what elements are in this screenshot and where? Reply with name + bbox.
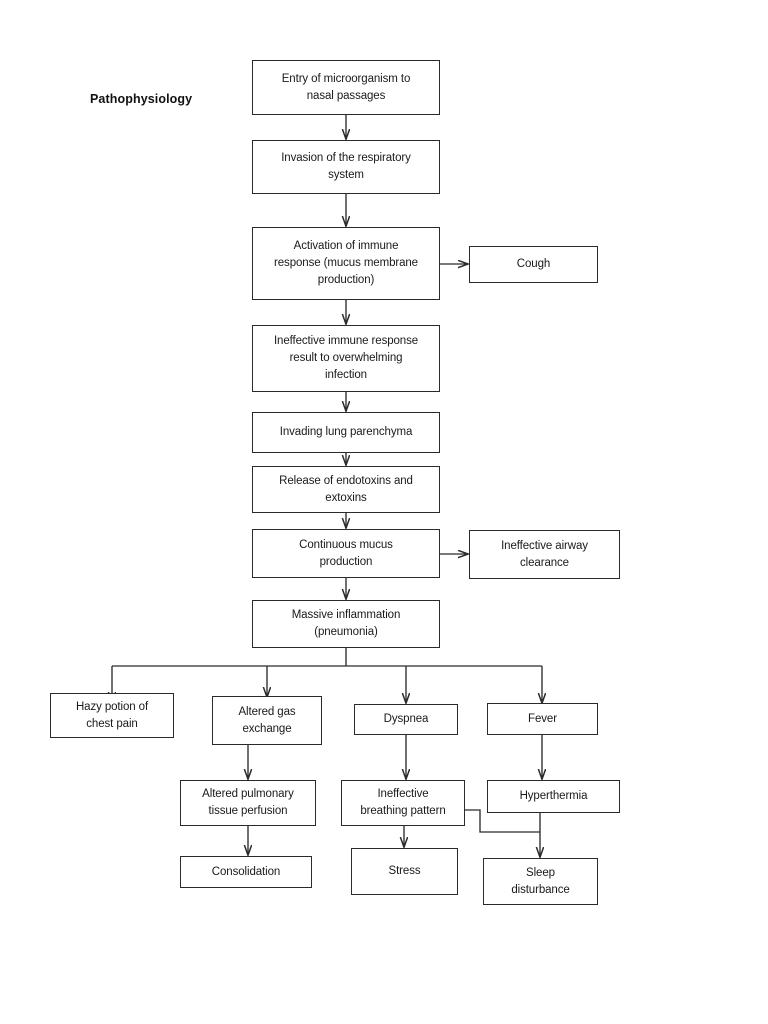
node-ineffective-airway-clearance[interactable]: Ineffective airway clearance bbox=[469, 530, 620, 579]
node-label: Ineffective immune response result to ov… bbox=[273, 335, 419, 381]
node-consolidation[interactable]: Consolidation bbox=[180, 856, 312, 888]
node-label: Consolidation bbox=[211, 865, 281, 878]
node-label: Release of endotoxins and extoxins bbox=[279, 474, 413, 504]
node-cough[interactable]: Cough bbox=[469, 246, 598, 283]
node-label: Sleep disturbance bbox=[511, 866, 570, 896]
node-label: Hyperthermia bbox=[519, 790, 588, 803]
node-label: Stress bbox=[388, 865, 421, 878]
node-fever[interactable]: Fever bbox=[487, 703, 598, 735]
node-label: Activation of immune response (mucus mem… bbox=[274, 240, 418, 286]
node-label: Altered pulmonary tissue perfusion bbox=[202, 788, 294, 817]
node-label: Ineffective breathing pattern bbox=[360, 788, 446, 817]
node-ineffective-breathing-pattern[interactable]: Ineffective breathing pattern bbox=[341, 780, 465, 826]
node-label: Altered gas exchange bbox=[238, 705, 296, 735]
page-title: Pathophysiology bbox=[90, 92, 193, 106]
node-activation[interactable]: Activation of immune response (mucus mem… bbox=[252, 227, 440, 300]
node-label: Cough bbox=[516, 258, 551, 271]
node-entry[interactable]: Entry of microorganism to nasal passages bbox=[252, 60, 440, 115]
node-continuous-mucus-production[interactable]: Continuous mucus production bbox=[252, 529, 440, 578]
node-label: Continuous mucus production bbox=[299, 538, 393, 568]
node-label: Ineffective airway clearance bbox=[501, 539, 588, 569]
node-altered-pulmonary-tissue-perfusion[interactable]: Altered pulmonary tissue perfusion bbox=[180, 780, 316, 826]
node-ineffective-immune-response[interactable]: Ineffective immune response result to ov… bbox=[252, 325, 440, 392]
node-hazy-potion-chest-pain[interactable]: Hazy potion of chest pain bbox=[50, 693, 174, 738]
node-label: Entry of microorganism to nasal passages bbox=[281, 72, 411, 102]
node-label: Dyspnea bbox=[383, 713, 429, 726]
node-label: Hazy potion of chest pain bbox=[75, 700, 149, 730]
node-stress[interactable]: Stress bbox=[351, 848, 458, 895]
node-label: Invasion of the respiratory system bbox=[281, 152, 411, 181]
node-hyperthermia[interactable]: Hyperthermia bbox=[487, 780, 620, 813]
node-invasion[interactable]: Invasion of the respiratory system bbox=[252, 140, 440, 194]
node-massive-inflammation[interactable]: Massive inflammation (pneumonia) bbox=[252, 600, 440, 648]
node-invading-lung-parenchyma[interactable]: Invading lung parenchyma bbox=[252, 412, 440, 453]
edge-breathing-sleep bbox=[465, 809, 540, 833]
node-label: Massive inflammation (pneumonia) bbox=[291, 609, 401, 638]
node-altered-gas-exchange[interactable]: Altered gas exchange bbox=[212, 696, 322, 745]
node-sleep-disturbance[interactable]: Sleep disturbance bbox=[483, 858, 598, 905]
node-release-endotoxins[interactable]: Release of endotoxins and extoxins bbox=[252, 466, 440, 513]
node-label: Invading lung parenchyma bbox=[279, 426, 413, 439]
node-dyspnea[interactable]: Dyspnea bbox=[354, 704, 458, 735]
node-label: Fever bbox=[528, 712, 557, 725]
